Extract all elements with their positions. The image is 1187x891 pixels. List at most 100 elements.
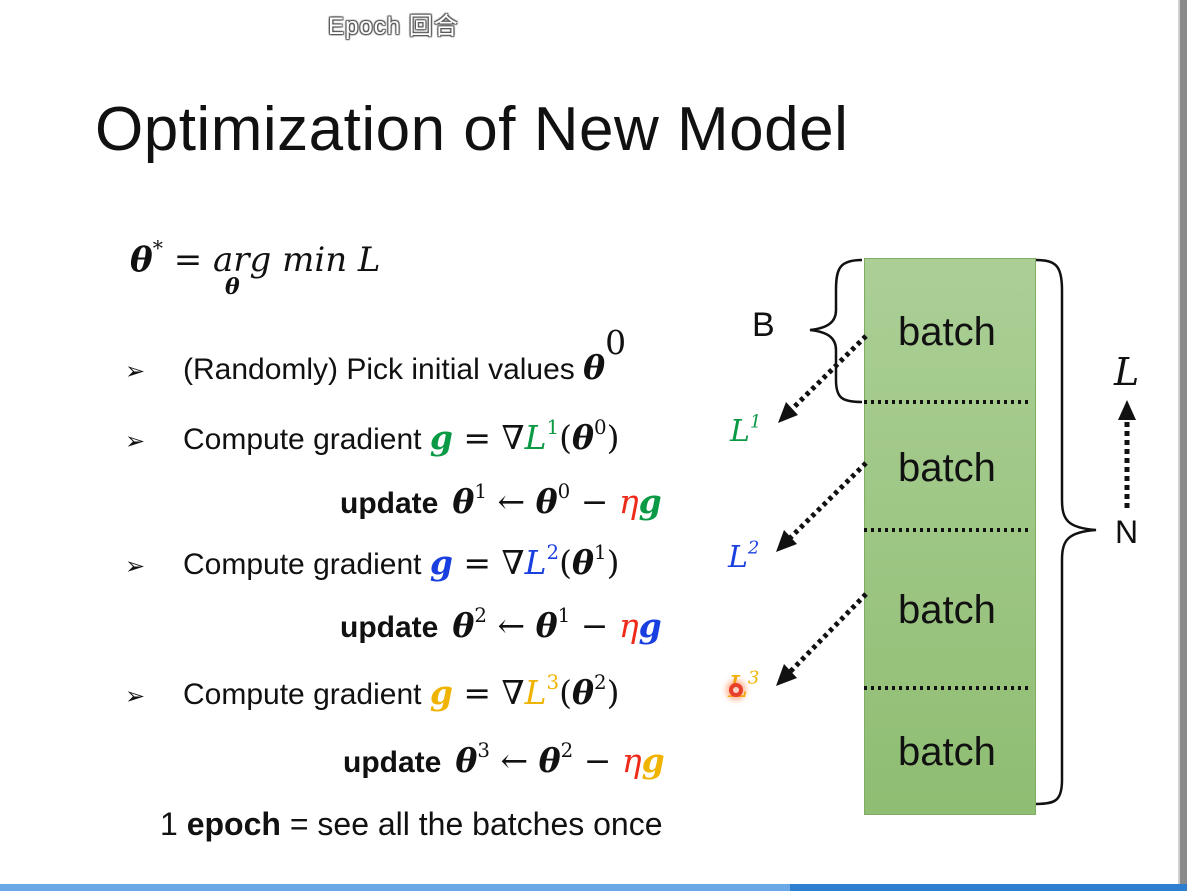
learning-rate-eta: η [618, 606, 639, 645]
gradient-g: g [641, 741, 665, 780]
theta-rhs-sup: 2 [560, 739, 574, 763]
assign-arrow: ← [486, 606, 536, 645]
theta-symbol: θ [571, 418, 594, 457]
nabla: = ∇ [452, 418, 525, 457]
bullet-arrow-icon: ➢ [125, 356, 146, 385]
window-right-edge [1178, 0, 1187, 891]
paren-open: ( [559, 543, 572, 582]
loss-L: L [524, 673, 547, 712]
theta-lhs: θ [452, 606, 475, 645]
theta-lhs: θ [455, 741, 478, 780]
star-sup: * [152, 236, 163, 261]
update-word: update [340, 611, 439, 644]
theta-rhs-sup: 0 [557, 480, 571, 504]
total-loss-label: L [1114, 350, 1140, 394]
gradient-g: g [638, 606, 662, 645]
loss-L: L [524, 418, 547, 457]
learning-rate-eta: η [621, 741, 642, 780]
batch-label-1: batch [898, 310, 996, 354]
update-word: update [340, 487, 439, 520]
theta-rhs: θ [538, 741, 561, 780]
progress-fill [0, 884, 790, 891]
slide-title: Optimization of New Model [95, 95, 849, 164]
assign-arrow: ← [486, 482, 536, 521]
bullet-gradient-3: ➢Compute gradient g = ∇L3(θ2) [125, 673, 619, 712]
theta-symbol: θ [583, 347, 606, 387]
batch-size-label: B [752, 306, 775, 344]
loss-sup: 2 [546, 541, 560, 565]
bullet-pick-initial: ➢ (Randomly) Pick initial values θ0 [125, 326, 626, 387]
theta-sup: 0 [593, 416, 607, 440]
gradient-g: g [429, 543, 453, 582]
nabla: = ∇ [452, 543, 525, 582]
gradient-g: g [638, 482, 662, 521]
progress-bar[interactable] [0, 884, 1187, 891]
update-word: update [343, 746, 442, 779]
minus-sign: − [570, 606, 619, 645]
video-subtitle: Epoch 回合 [328, 13, 459, 40]
loss-label-1: L1 [730, 411, 762, 449]
assign-arrow: ← [489, 741, 539, 780]
theta-sup: 1 [593, 541, 607, 565]
bullet-arrow-icon: ➢ [125, 427, 146, 455]
arrowhead-1 [778, 402, 798, 423]
nabla: = ∇ [452, 673, 525, 712]
footer-epoch-word: epoch [186, 806, 281, 842]
bullet-gradient-2: ➢ Compute gradient g = ∇L2(θ1) [125, 543, 619, 582]
theta-lhs-sup: 2 [474, 604, 487, 628]
bullet-text: Compute gradient [183, 548, 430, 581]
dataset-size-label: N [1115, 514, 1139, 550]
theta-sup: 0 [605, 323, 627, 362]
footer-pre: 1 [160, 806, 187, 842]
epoch-definition: 1 epoch = see all the batches once [160, 806, 663, 843]
batch-label-2: batch [898, 446, 996, 490]
arrow-batch-3 [784, 592, 868, 678]
arrowhead-L [1118, 400, 1136, 420]
paren-close: ) [606, 543, 620, 582]
theta-rhs: θ [535, 482, 558, 521]
bullet-gradient-1: ➢ Compute gradient g = ∇L1(θ0) [125, 418, 619, 457]
paren-open: ( [559, 673, 572, 712]
bullet-arrow-icon: ➢ [125, 552, 146, 580]
loss-L: L [524, 543, 547, 582]
paren-close: ) [606, 673, 620, 712]
arrow-batch-2 [784, 461, 868, 544]
minus-sign: − [570, 482, 619, 521]
arrowhead-2 [776, 530, 797, 552]
argmin-subscript: θ [225, 274, 240, 300]
bullet-text: (Randomly) Pick initial values [183, 352, 584, 386]
bullet-text: Compute gradient [183, 423, 430, 456]
theta-sup: 2 [593, 671, 607, 695]
argmin-text: arg min [213, 240, 348, 280]
theta-symbol: θ [571, 543, 594, 582]
theta-lhs: θ [452, 482, 475, 521]
loss-label-2: L2 [728, 537, 760, 575]
minus-sign: − [573, 741, 622, 780]
arrowhead-3 [776, 664, 797, 686]
theta-lhs-sup: 3 [477, 739, 490, 763]
batch-column [864, 258, 1036, 815]
loss-sup: 1 [546, 416, 560, 440]
equals-sign: = [162, 240, 213, 280]
gradient-g: g [429, 418, 453, 457]
batch-label-4: batch [898, 730, 996, 774]
theta-symbol: θ [130, 240, 153, 280]
loss-symbol: L [357, 240, 381, 280]
arrow-batch-1 [784, 334, 868, 417]
theta-rhs: θ [535, 606, 558, 645]
paren-open: ( [559, 418, 572, 457]
bullet-arrow-icon: ➢ [125, 682, 146, 710]
footer-post: = see all the batches once [280, 806, 663, 842]
brace-N [1035, 258, 1097, 806]
brace-B [809, 258, 863, 404]
paren-close: ) [606, 418, 620, 457]
bullet-text: Compute gradient [183, 678, 430, 711]
learning-rate-eta: η [618, 482, 639, 521]
loss-sup: 3 [546, 671, 560, 695]
